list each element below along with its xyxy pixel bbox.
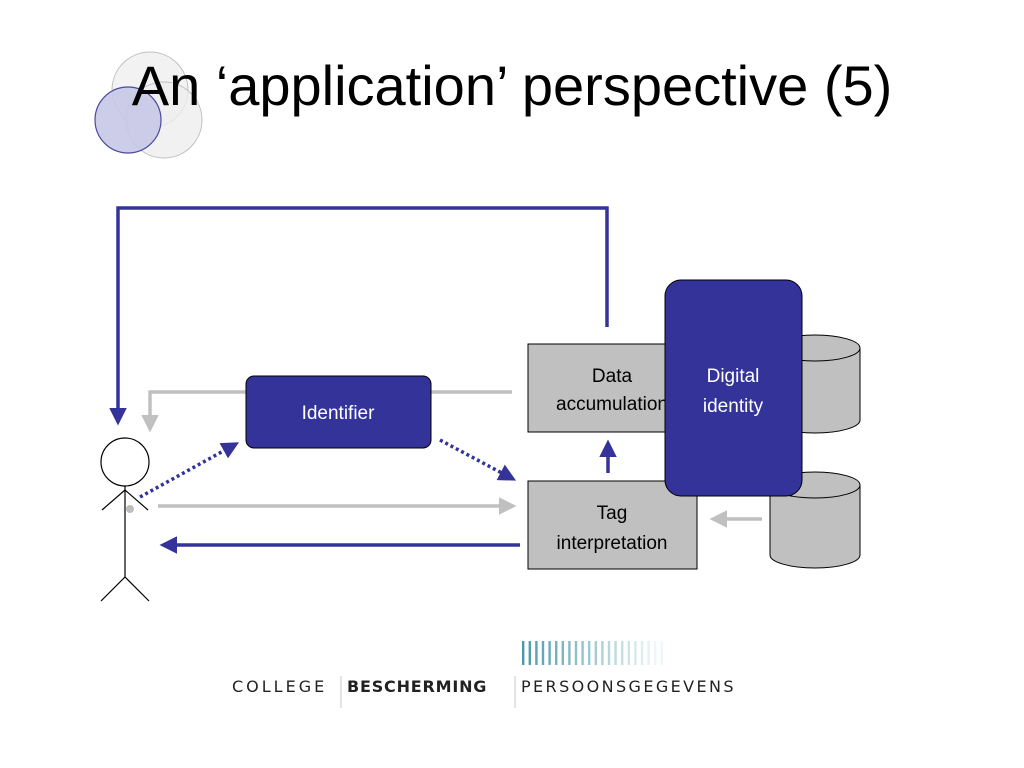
logo-bar <box>541 641 545 665</box>
person-to-identifier-dotted-arrow <box>139 442 240 499</box>
identifier-to-tag-dotted-arrow <box>439 438 517 481</box>
logo-bar <box>627 641 630 665</box>
person-hand-dot <box>126 505 134 513</box>
logo-bars <box>522 641 663 665</box>
logo-word-persoonsgegevens: PERSOONSGEGEVENS <box>521 677 736 696</box>
digital-identity-box <box>664 279 803 497</box>
logo-bar <box>555 641 558 665</box>
logo-word-bescherming: BESCHERMING <box>347 677 487 696</box>
logo-bar <box>607 641 611 665</box>
logo-bar <box>634 641 637 665</box>
logo-bar <box>528 641 531 665</box>
slide-title: An ‘application’ perspective (5) <box>131 54 893 117</box>
logo-bar <box>522 641 525 665</box>
logo-bar <box>654 641 657 665</box>
identifier-box <box>245 375 432 449</box>
logo-bar <box>535 641 538 665</box>
logo-bar <box>568 641 571 665</box>
logo-bar <box>561 641 564 665</box>
data-accumulation-label-line-2: accumulation <box>556 394 668 415</box>
tag-interpretation-box <box>527 480 698 570</box>
data-accumulation-label-line-1: Data <box>592 366 633 387</box>
logo-bar <box>574 641 578 665</box>
logo-bar <box>647 641 650 665</box>
circle-left-blue <box>94 86 162 154</box>
logo-bar <box>548 641 551 665</box>
digital-identity-label-line-1: Digital <box>707 366 760 387</box>
logo-bar <box>660 641 663 665</box>
logo-word-college: COLLEGE <box>232 677 327 696</box>
tag-interpretation-label-line-1: Tag <box>597 503 628 524</box>
tag-interpretation-label-line-2: interpretation <box>557 533 668 554</box>
digital-identity-label-line-2: identity <box>703 396 764 417</box>
logo-bar <box>588 641 591 665</box>
feedback-loop-arrow <box>109 206 609 426</box>
identifier-label: Identifier <box>302 403 376 424</box>
logo-bar <box>594 641 597 665</box>
person-stick-figure <box>100 437 150 602</box>
title-circles-decoration <box>94 51 203 159</box>
logo-bar <box>614 641 617 665</box>
logo-bar <box>640 641 644 665</box>
logo-bar <box>621 641 624 665</box>
logo-bar <box>581 641 584 665</box>
logo-bar <box>601 641 604 665</box>
